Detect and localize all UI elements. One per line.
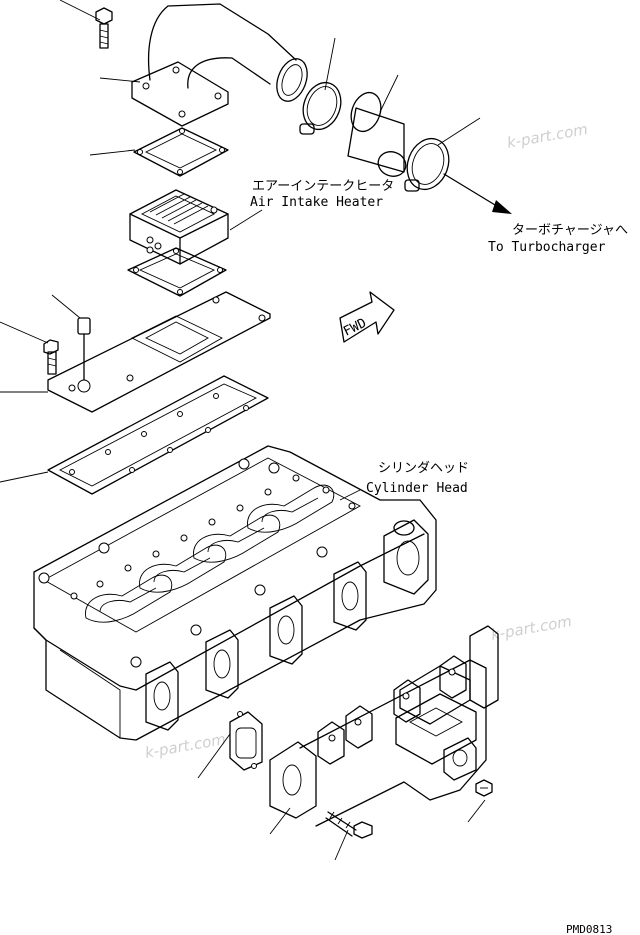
cylinder-head-label-jp: シリンダヘッド bbox=[378, 461, 469, 476]
stud-bolt bbox=[77, 317, 91, 381]
turbo-label-en: To Turbocharger bbox=[488, 240, 606, 255]
plug bbox=[475, 779, 493, 797]
gasket-cover bbox=[47, 375, 269, 495]
cylinder-head-label-leader bbox=[339, 489, 361, 501]
air-heater-label-en: Air Intake Heater bbox=[250, 195, 383, 210]
gasket-elbow bbox=[133, 127, 229, 177]
bolt-left bbox=[43, 339, 59, 375]
turbo-arrow bbox=[443, 173, 512, 214]
rubber-hose bbox=[347, 91, 407, 177]
leader-lines bbox=[0, 0, 486, 861]
turbo-label-jp: ターボチャージャへ bbox=[512, 223, 628, 238]
watermark-bottom-left: k-part.com bbox=[144, 730, 228, 762]
bolt-manifold bbox=[325, 811, 373, 839]
cylinder-head-label-en: Cylinder Head bbox=[366, 481, 468, 496]
air-intake-heater bbox=[129, 189, 229, 265]
watermark-middle-right: k-part.com bbox=[490, 612, 574, 644]
exhaust-gasket bbox=[229, 711, 263, 771]
watermark-top-right: k-part.com bbox=[506, 120, 590, 152]
drawing-code: PMD0813 bbox=[566, 923, 612, 935]
air-heater-label-jp: エアーインテークヒータ bbox=[252, 179, 394, 194]
hose-clamp-2 bbox=[404, 137, 450, 192]
cylinder-head bbox=[33, 445, 437, 741]
gasket-heater bbox=[127, 247, 227, 297]
exhaust-manifold bbox=[269, 625, 499, 827]
fwd-label: FWD bbox=[341, 316, 369, 340]
hose-clamp-1 bbox=[299, 81, 342, 135]
intake-cover-plate bbox=[47, 291, 271, 413]
fwd-arrow: FWD bbox=[339, 291, 395, 343]
intake-elbow bbox=[131, 3, 308, 127]
bolt-top bbox=[95, 7, 113, 49]
heater-label-leader bbox=[229, 209, 263, 231]
